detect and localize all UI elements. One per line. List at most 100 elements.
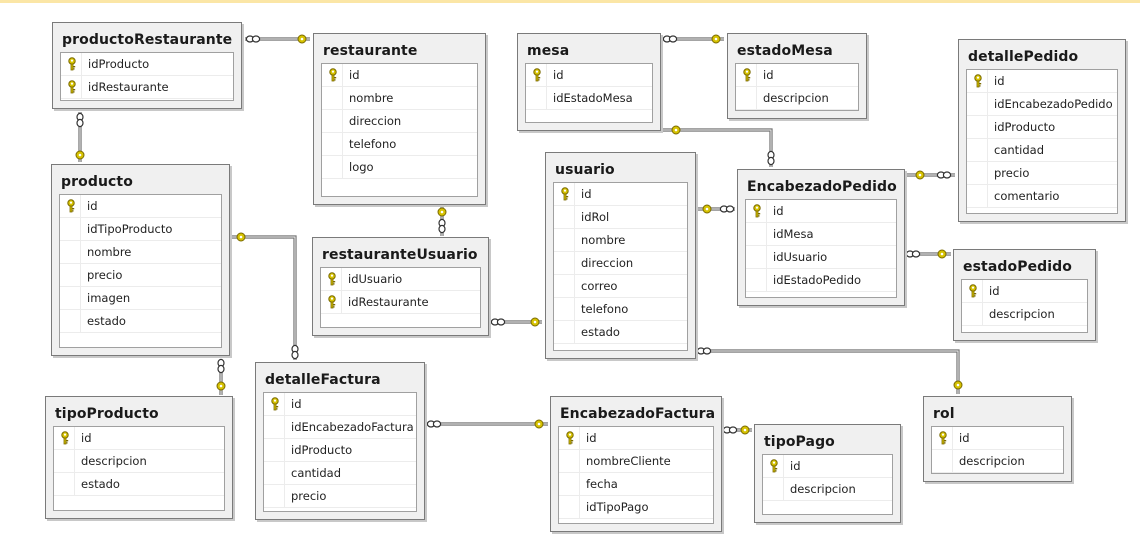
column-row[interactable]: nombre <box>554 229 687 252</box>
row-selector[interactable] <box>54 427 75 449</box>
column-row[interactable]: idProducto <box>61 53 233 76</box>
column-row[interactable]: idMesa <box>746 223 896 246</box>
column-row[interactable]: idRestaurante <box>61 76 233 99</box>
row-selector[interactable] <box>559 427 580 449</box>
row-selector[interactable] <box>321 291 342 313</box>
column-row[interactable]: idRestaurante <box>321 291 480 314</box>
column-row[interactable]: descripcion <box>54 450 224 473</box>
column-row[interactable]: idEstadoPedido <box>746 269 896 292</box>
column-row[interactable]: descripcion <box>932 450 1063 473</box>
row-selector[interactable] <box>526 64 547 86</box>
row-selector[interactable] <box>967 116 988 138</box>
row-selector[interactable] <box>763 455 784 477</box>
column-row[interactable]: id <box>264 393 416 416</box>
column-row[interactable]: imagen <box>60 287 221 310</box>
column-row[interactable]: precio <box>967 162 1117 185</box>
column-row[interactable]: precio <box>264 485 416 508</box>
row-selector[interactable] <box>559 496 580 518</box>
row-selector[interactable] <box>554 321 575 343</box>
column-row[interactable]: id <box>60 195 221 218</box>
column-row[interactable]: id <box>559 427 713 450</box>
row-selector[interactable] <box>322 64 343 86</box>
row-selector[interactable] <box>322 133 343 155</box>
column-row[interactable]: nombre <box>322 87 477 110</box>
column-row[interactable]: comentario <box>967 185 1117 208</box>
row-selector[interactable] <box>967 70 988 92</box>
column-row[interactable]: id <box>763 455 892 478</box>
row-selector[interactable] <box>967 162 988 184</box>
column-row[interactable]: id <box>554 183 687 206</box>
column-row[interactable]: descripcion <box>962 303 1087 326</box>
column-row[interactable]: idProducto <box>264 439 416 462</box>
row-selector[interactable] <box>60 195 81 217</box>
column-row[interactable]: cantidad <box>264 462 416 485</box>
column-row[interactable]: idTipoProducto <box>60 218 221 241</box>
row-selector[interactable] <box>763 478 784 500</box>
row-selector[interactable] <box>554 206 575 228</box>
row-selector[interactable] <box>736 64 757 86</box>
column-row[interactable]: id <box>967 70 1117 93</box>
row-selector[interactable] <box>554 275 575 297</box>
row-selector[interactable] <box>962 280 983 302</box>
row-selector[interactable] <box>554 252 575 274</box>
column-row[interactable]: idTipoPago <box>559 496 713 519</box>
column-row[interactable]: idProducto <box>967 116 1117 139</box>
row-selector[interactable] <box>932 427 953 449</box>
row-selector[interactable] <box>60 287 81 309</box>
row-selector[interactable] <box>61 76 82 98</box>
row-selector[interactable] <box>932 450 953 472</box>
column-row[interactable]: descripcion <box>763 478 892 501</box>
row-selector[interactable] <box>746 223 767 245</box>
row-selector[interactable] <box>746 246 767 268</box>
column-row[interactable]: id <box>932 427 1063 450</box>
row-selector[interactable] <box>559 450 580 472</box>
column-row[interactable]: idRol <box>554 206 687 229</box>
row-selector[interactable] <box>746 269 767 291</box>
column-row[interactable]: estado <box>60 310 221 333</box>
column-row[interactable]: idUsuario <box>746 246 896 269</box>
column-row[interactable]: id <box>746 200 896 223</box>
row-selector[interactable] <box>264 485 285 507</box>
row-selector[interactable] <box>322 87 343 109</box>
row-selector[interactable] <box>60 264 81 286</box>
column-row[interactable]: idUsuario <box>321 268 480 291</box>
column-row[interactable]: idEstadoMesa <box>526 87 652 110</box>
column-row[interactable]: estado <box>54 473 224 496</box>
row-selector[interactable] <box>322 110 343 132</box>
row-selector[interactable] <box>264 393 285 415</box>
row-selector[interactable] <box>54 473 75 495</box>
row-selector[interactable] <box>554 229 575 251</box>
row-selector[interactable] <box>967 139 988 161</box>
column-row[interactable]: telefono <box>554 298 687 321</box>
row-selector[interactable] <box>746 200 767 222</box>
column-row[interactable]: estado <box>554 321 687 344</box>
column-row[interactable]: direccion <box>554 252 687 275</box>
column-row[interactable]: direccion <box>322 110 477 133</box>
row-selector[interactable] <box>736 87 757 109</box>
row-selector[interactable] <box>554 298 575 320</box>
column-row[interactable]: telefono <box>322 133 477 156</box>
row-selector[interactable] <box>967 93 988 115</box>
row-selector[interactable] <box>962 303 983 325</box>
row-selector[interactable] <box>61 53 82 75</box>
row-selector[interactable] <box>60 241 81 263</box>
column-row[interactable]: nombreCliente <box>559 450 713 473</box>
column-row[interactable]: precio <box>60 264 221 287</box>
column-row[interactable]: fecha <box>559 473 713 496</box>
column-row[interactable]: idEncabezadoPedido <box>967 93 1117 116</box>
row-selector[interactable] <box>264 462 285 484</box>
column-row[interactable]: id <box>736 64 858 87</box>
